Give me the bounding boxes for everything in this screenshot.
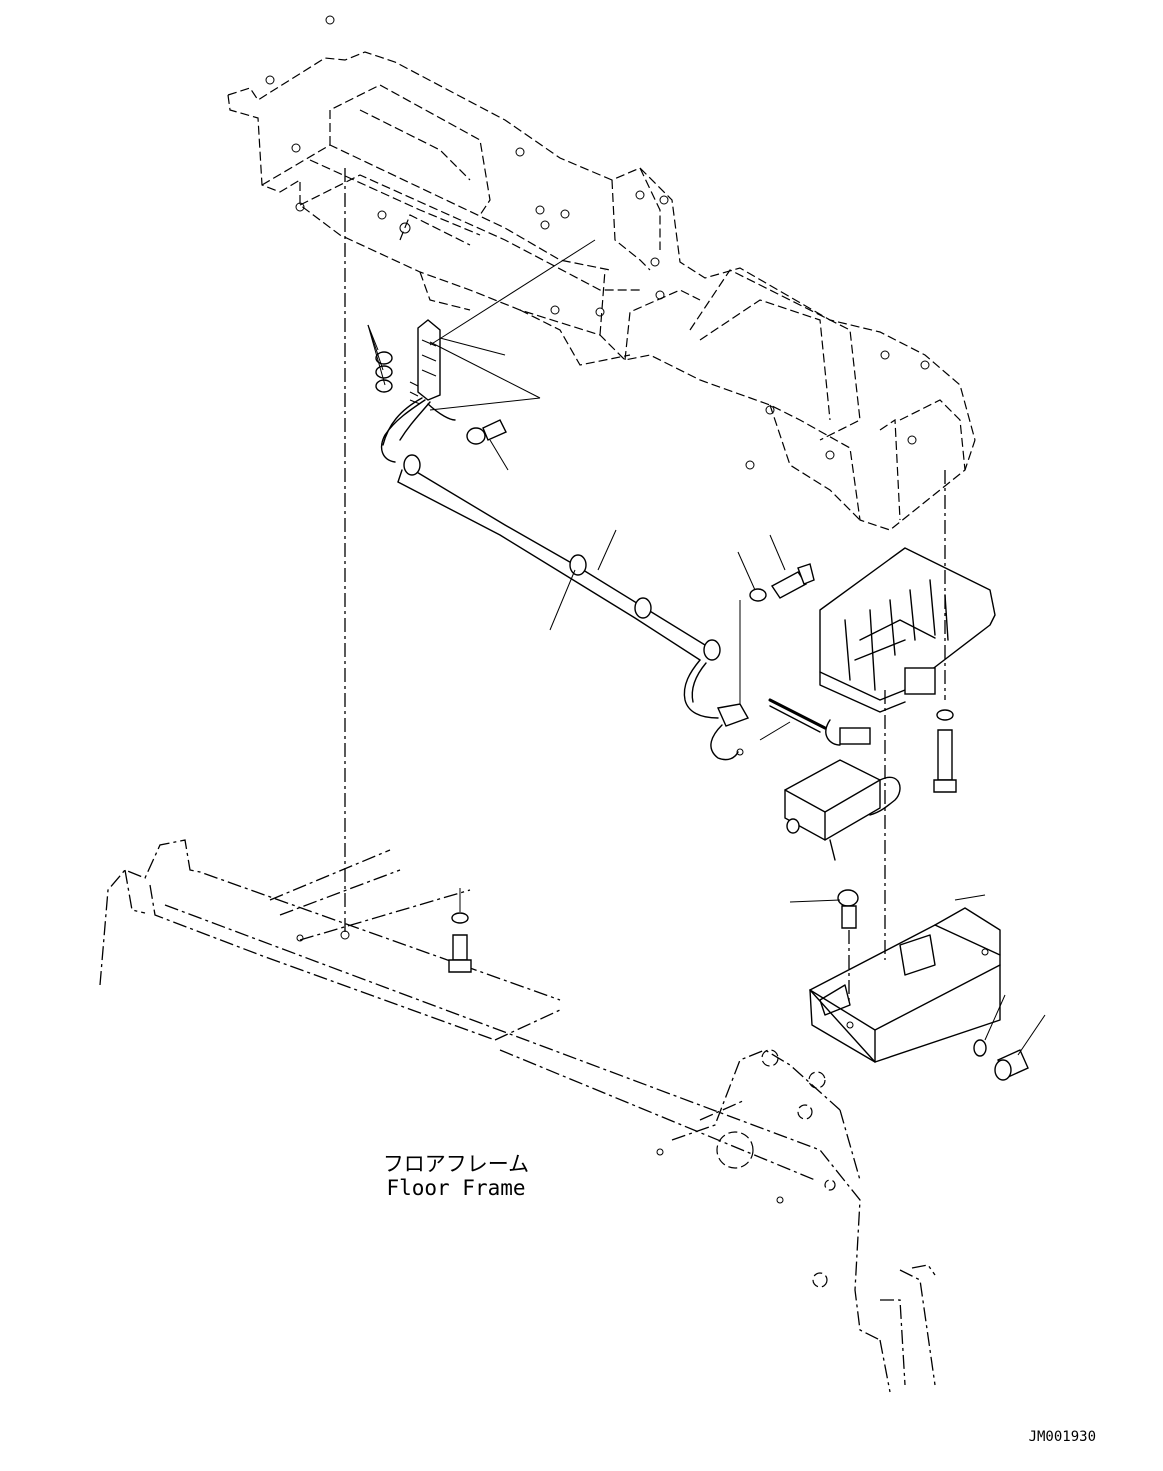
floor-frame-label-jp: フロアフレーム — [383, 1152, 529, 1176]
upper-frame — [227, 15, 976, 531]
drawing-code: JM001930 — [1029, 1429, 1096, 1445]
bolt-middle — [749, 563, 815, 602]
floor-frame-label-en: Floor Frame — [386, 1176, 525, 1200]
screw-cover-right — [973, 1039, 1029, 1081]
relay-unit — [784, 759, 901, 861]
cover-box — [809, 907, 1001, 1063]
screw-upper — [466, 419, 507, 445]
bolt-right — [933, 709, 957, 793]
leader-lines — [367, 239, 1046, 1056]
bolt-floor — [448, 912, 472, 973]
relay-bracket — [768, 547, 996, 746]
screw-cover — [837, 889, 859, 1005]
floor-frame — [99, 839, 936, 1393]
wire-harness — [375, 319, 750, 761]
